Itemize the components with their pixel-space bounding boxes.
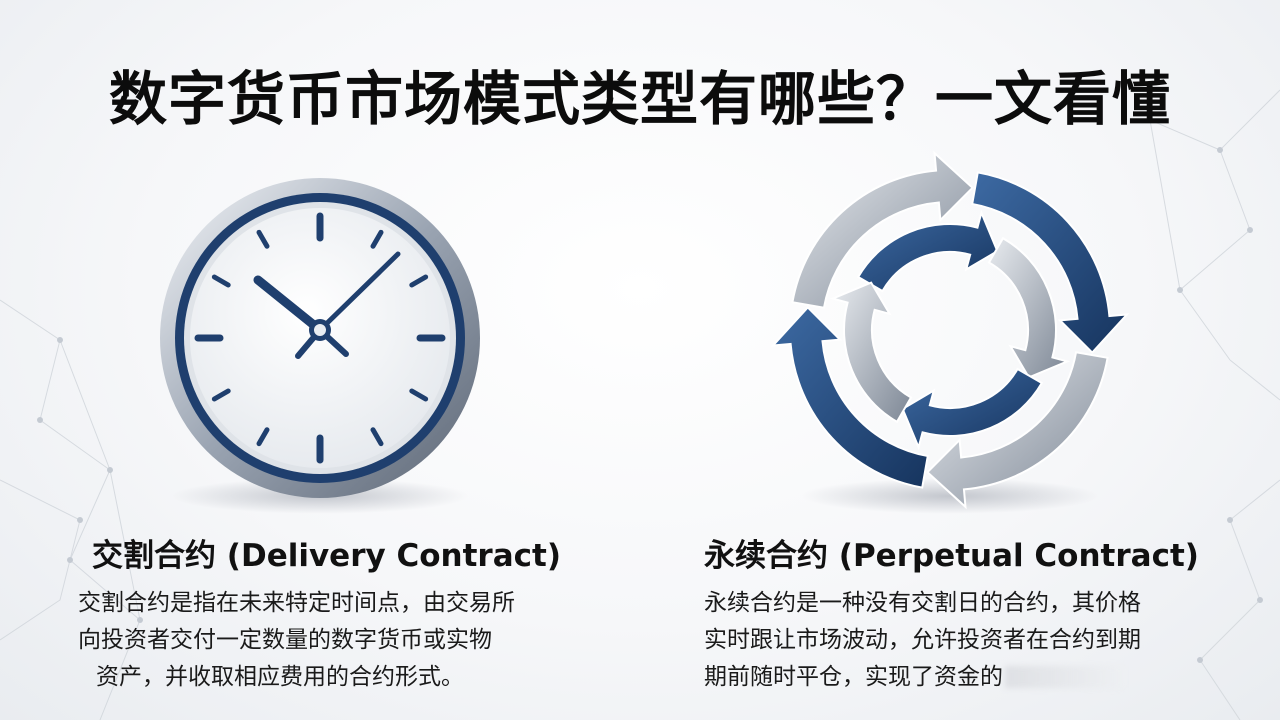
cycle-arrow [971,171,1130,354]
description-line: 向投资者交付一定数量的数字货币或实物 [78,627,492,653]
clock-icon [150,168,490,508]
clock-tick [256,229,270,249]
description-line: 永续合约是一种没有交割日的合约，其价格 [704,590,1141,616]
cycle-arrow [770,306,929,489]
cycle-arrow [829,281,913,424]
clock-tick [211,388,231,402]
faded-text-overlay [1005,666,1125,688]
clock-tick [409,274,429,288]
page-title: 数字货币市场模式类型有哪些？一文看懂 [108,65,1171,133]
clock-tick [256,427,270,447]
description-line: 交割合约是指在未来特定时间点，由交易所 [78,590,515,616]
cycle-arrow [856,209,999,293]
clock-tick [211,274,231,288]
perpetual-contract-description: 永续合约是一种没有交割日的合约，其价格 实时跟让市场波动，允许投资者在合约到期 … [704,585,1141,696]
clock-tick [409,388,429,402]
cycle-arrow [901,367,1044,451]
cycle-arrows-icon [770,150,1130,510]
description-line: 资产，并收取相应费用的合约形式。 [96,664,464,690]
clock-tick [370,427,384,447]
description-line: 期前随时平仓，实现了资金的 [704,664,1003,690]
cycle-arrow [791,150,974,309]
clock-tick [370,229,384,249]
delivery-contract-description: 交割合约是指在未来特定时间点，由交易所 向投资者交付一定数量的数字货币或实物 资… [78,585,515,696]
cycle-arrow [926,351,1109,510]
delivery-contract-heading: 交割合约 (Delivery Contract) [92,538,561,574]
description-line: 实时跟让市场波动，允许投资者在合约到期 [704,627,1141,653]
cycle-arrow [987,236,1071,379]
perpetual-contract-heading: 永续合约 (Perpetual Contract) [704,538,1199,574]
